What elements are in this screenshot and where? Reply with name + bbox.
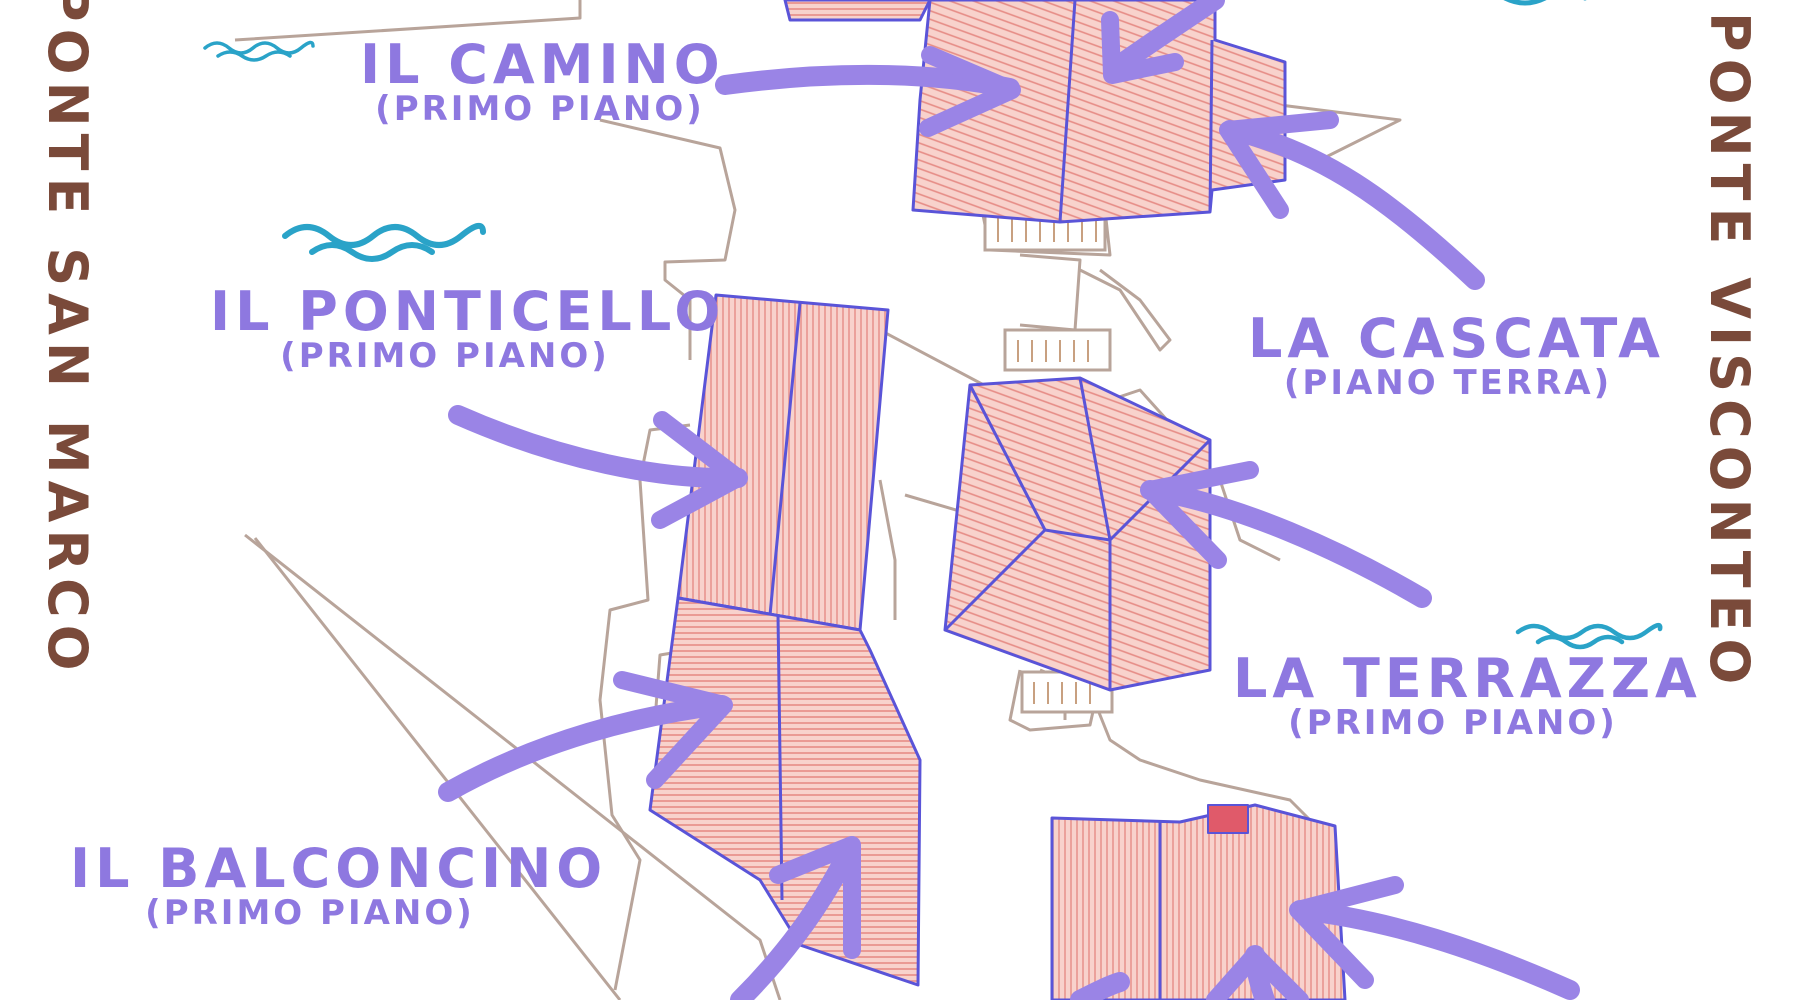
arrow-icon — [1219, 111, 1339, 219]
arrow-icon — [448, 405, 748, 489]
room-label-camino: IL CAMINO (PRIMO PIANO) — [360, 38, 720, 128]
water-wave-icon — [282, 223, 486, 262]
arrow-icon — [1290, 900, 1580, 1000]
room-name: LA TERRAZZA — [1233, 647, 1702, 710]
arrow-icon — [1289, 876, 1404, 989]
arrow-icon — [438, 695, 732, 802]
arrow-icon — [769, 836, 861, 959]
roof-balconcino — [648, 596, 922, 987]
bridge-label-left: PONTE SAN MARCO — [36, 0, 99, 678]
roof-cascata — [1050, 803, 1347, 1000]
arrow-icon — [1101, 11, 1184, 84]
bridge-label-right: PONTE VISCONTEO — [1698, 12, 1761, 692]
room-name: IL CAMINO — [360, 33, 725, 96]
room-floor: (PRIMO PIANO) — [375, 89, 705, 129]
room-name: LA CASCATA — [1248, 307, 1665, 370]
room-label-ponticello: IL PONTICELLO (PRIMO PIANO) — [210, 280, 726, 376]
arrow-icon — [730, 838, 860, 1000]
room-name: IL BALCONCINO — [70, 837, 608, 900]
room-label-terrazza: LA TERRAZZA (PRIMO PIANO) — [1233, 647, 1702, 743]
room-label-balconcino: IL BALCONCINO (PRIMO PIANO) — [70, 837, 608, 933]
arrow-icon — [1070, 972, 1130, 1000]
room-floor: (PRIMO PIANO) — [1288, 703, 1618, 743]
arrow-icon — [1220, 120, 1485, 290]
room-label-cascata: LA CASCATA (PIANO TERRA) — [1248, 307, 1665, 403]
roof-terrazza — [943, 376, 1212, 692]
arrow-icon — [1141, 461, 1259, 569]
arrow-icon — [1206, 946, 1309, 1000]
water-wave-icon — [1515, 622, 1663, 650]
room-floor: (PRIMO PIANO) — [145, 893, 475, 933]
room-floor: (PIANO TERRA) — [1283, 363, 1613, 403]
arrow-icon — [919, 46, 1021, 137]
water-wave-icon — [1503, 0, 1587, 6]
arrow-icon — [651, 411, 747, 529]
room-name: IL PONTICELLO — [210, 280, 726, 343]
arrow-icon — [1105, 0, 1225, 78]
water-wave-icon — [203, 40, 315, 62]
roof-camino — [783, 0, 1287, 224]
arrow-icon — [613, 671, 733, 789]
room-floor: (PRIMO PIANO) — [280, 336, 610, 376]
arrows — [438, 0, 1580, 1000]
arrow-icon — [1140, 480, 1432, 608]
